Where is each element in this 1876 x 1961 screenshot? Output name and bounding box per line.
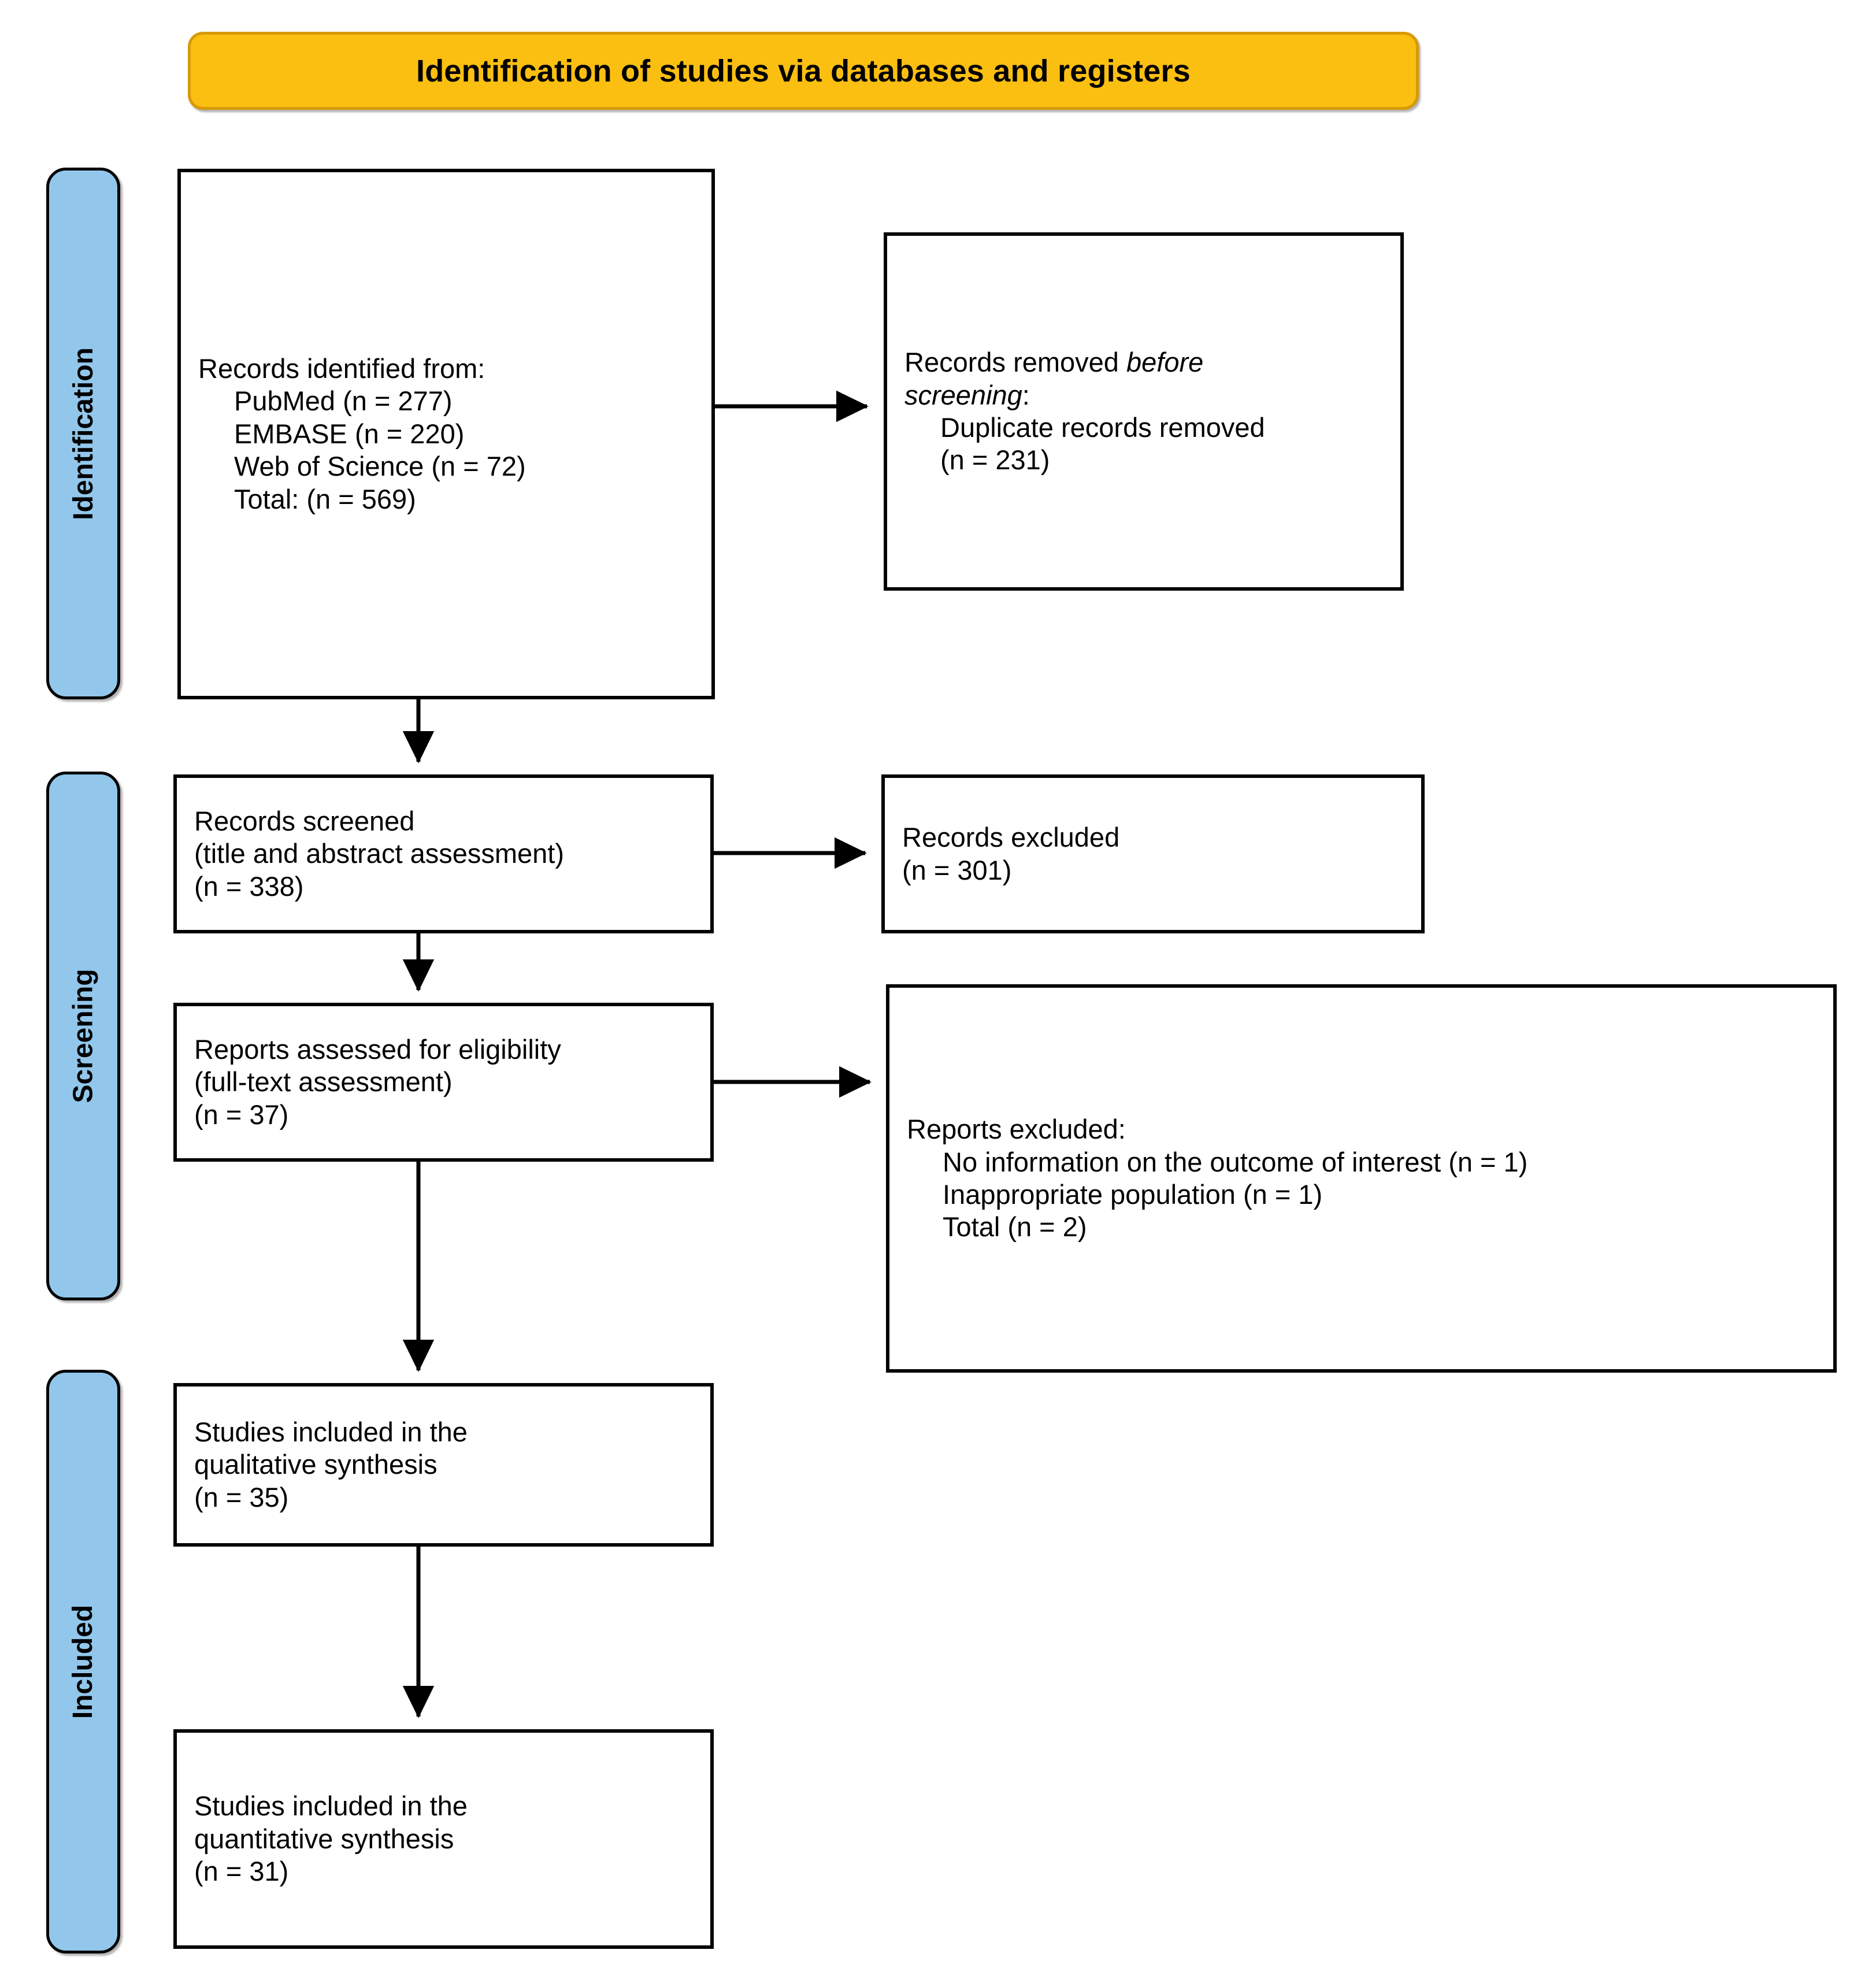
records-excluded-lines: Records excluded (n = 301): [885, 821, 1421, 887]
records-screened-lines: Records screened (title and abstract ass…: [177, 805, 710, 903]
records-identified-line-embase: EMBASE (n = 220): [234, 418, 465, 449]
stage-label-screening-text: Screening: [68, 969, 99, 1103]
qualitative-line-1: Studies included in the: [194, 1416, 468, 1447]
records-identified-line-wos: Web of Science (n = 72): [234, 451, 526, 482]
records-screened-line-3: (n = 338): [194, 870, 304, 902]
stage-label-screening: Screening: [46, 772, 120, 1300]
records-identified-line-1: Records identified from:: [198, 353, 485, 384]
records-excluded-line-1: Records excluded: [902, 822, 1120, 853]
records-excluded-box: Records excluded (n = 301): [881, 774, 1425, 933]
records-removed-prefix: Records removed: [904, 347, 1126, 378]
reports-excluded-line-population: Inappropriate population (n = 1): [943, 1179, 1323, 1210]
records-removed-line-1: Records removed before: [904, 346, 1383, 379]
reports-excluded-lines: Reports excluded: No information on the …: [889, 1113, 1833, 1244]
reports-excluded-heading: Reports excluded:: [907, 1114, 1126, 1145]
reports-assessed-for-eligibility-box: Reports assessed for eligibility (full-t…: [173, 1003, 714, 1162]
records-removed-line-count: (n = 231): [940, 444, 1050, 476]
records-removed-italic-screening: screening: [904, 379, 1022, 410]
records-identified-line-pubmed: PubMed (n = 277): [234, 385, 453, 417]
records-identified-lines: Records identified from: PubMed (n = 277…: [181, 353, 711, 516]
quantitative-line-3: (n = 31): [194, 1856, 289, 1887]
records-removed-before-screening-box: Records removed before screening: Duplic…: [884, 232, 1404, 591]
reports-assessed-line-1: Reports assessed for eligibility: [194, 1033, 561, 1065]
stage-label-included-text: Included: [68, 1604, 99, 1719]
reports-assessed-lines: Reports assessed for eligibility (full-t…: [177, 1033, 710, 1131]
records-removed-line-2: screening:: [904, 379, 1383, 412]
stage-label-included: Included: [46, 1370, 120, 1953]
quantitative-line-1: Studies included in the: [194, 1791, 468, 1822]
records-identified-line-total: Total: (n = 569): [234, 483, 416, 514]
records-removed-italic-before: before: [1126, 347, 1204, 378]
reports-excluded-box: Reports excluded: No information on the …: [886, 984, 1837, 1373]
qualitative-line-2: qualitative synthesis: [194, 1449, 438, 1480]
reports-assessed-line-3: (n = 37): [194, 1099, 289, 1130]
stage-label-identification: Identification: [46, 168, 120, 699]
studies-included-qualitative-box: Studies included in the qualitative synt…: [173, 1383, 714, 1547]
records-removed-lines: Records removed before screening: Duplic…: [887, 346, 1400, 477]
quantitative-lines: Studies included in the quantitative syn…: [177, 1790, 710, 1888]
studies-included-quantitative-box: Studies included in the quantitative syn…: [173, 1729, 714, 1949]
records-screened-line-2: (title and abstract assessment): [194, 838, 564, 869]
records-removed-colon: :: [1022, 379, 1030, 410]
stage-label-identification-text: Identification: [68, 347, 99, 520]
quantitative-line-2: quantitative synthesis: [194, 1823, 454, 1854]
records-excluded-line-2: (n = 301): [902, 854, 1012, 885]
records-screened-box: Records screened (title and abstract ass…: [173, 774, 714, 933]
diagram-header-banner: Identification of studies via databases …: [188, 32, 1419, 110]
records-identified-box: Records identified from: PubMed (n = 277…: [177, 169, 715, 699]
records-screened-line-1: Records screened: [194, 805, 415, 836]
qualitative-line-3: (n = 35): [194, 1481, 289, 1513]
banner-title: Identification of studies via databases …: [416, 53, 1191, 88]
reports-excluded-line-no-info: No information on the outcome of interes…: [943, 1146, 1528, 1177]
reports-excluded-line-total: Total (n = 2): [943, 1211, 1087, 1243]
qualitative-lines: Studies included in the qualitative synt…: [177, 1416, 710, 1514]
records-removed-line-duplicate: Duplicate records removed: [940, 412, 1265, 443]
reports-assessed-line-2: (full-text assessment): [194, 1066, 453, 1098]
